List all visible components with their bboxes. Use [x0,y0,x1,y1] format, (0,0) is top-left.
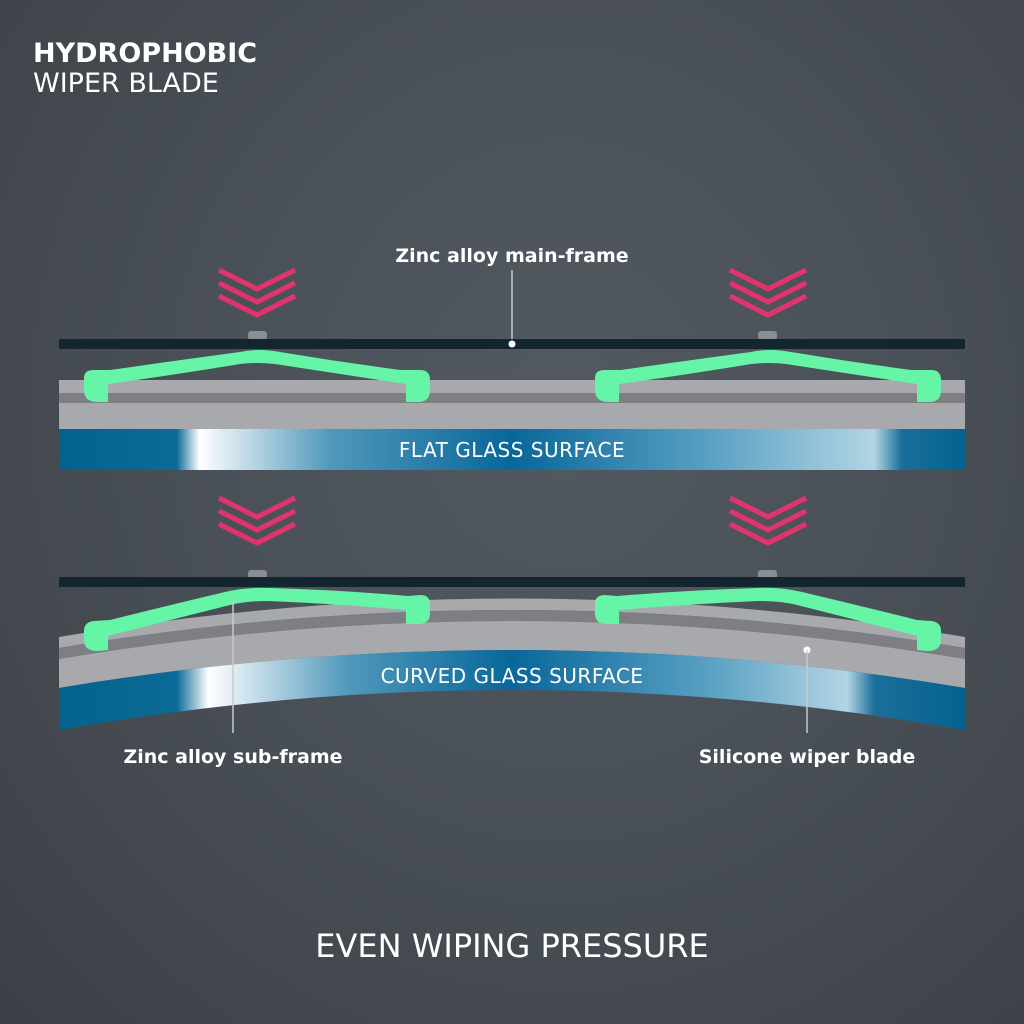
blade-lower-layer-curved [59,621,965,688]
triple-chevron-down-icon [219,270,295,315]
sub-frame-right-curved [595,587,941,651]
sub-frame-right [595,350,941,402]
callout-sub-frame: Zinc alloy sub-frame [123,746,342,768]
curved-glass-surface [59,650,965,730]
triple-chevron-down-icon [730,270,806,315]
main-frame-bar [59,577,965,587]
pivot-connector [248,570,267,579]
sub-frame-left-curved [84,587,430,651]
curved-glass-label: CURVED GLASS SURFACE [381,664,644,688]
pivot-connector [758,570,777,579]
flat-glass-label: FLAT GLASS SURFACE [399,438,625,462]
footer-caption: EVEN WIPING PRESSURE [315,927,708,965]
pivot-connector [758,331,777,340]
blade-middle-layer [59,393,965,403]
blade-lower-layer [59,403,965,429]
curved-panel: CURVED GLASS SURFACE Zinc alloy sub-fram… [59,498,965,768]
flat-panel: Zinc alloy main-frame FLAT GLASS SURFACE [59,245,965,470]
blade-upper-layer-curved [59,598,965,648]
title-line-1: HYDROPHOBIC [33,38,257,69]
blade-upper-layer [59,380,965,393]
sub-frame-left [84,350,430,402]
callout-dot [508,340,516,348]
callout-main-frame: Zinc alloy main-frame [395,245,628,267]
flat-glass-surface [59,429,965,470]
title-line-2: WIPER BLADE [33,68,219,99]
triple-chevron-down-icon [219,498,295,543]
pivot-connector [248,331,267,340]
triple-chevron-down-icon [730,498,806,543]
blade-middle-layer-curved [59,610,965,659]
callout-wiper-blade: Silicone wiper blade [699,746,916,768]
